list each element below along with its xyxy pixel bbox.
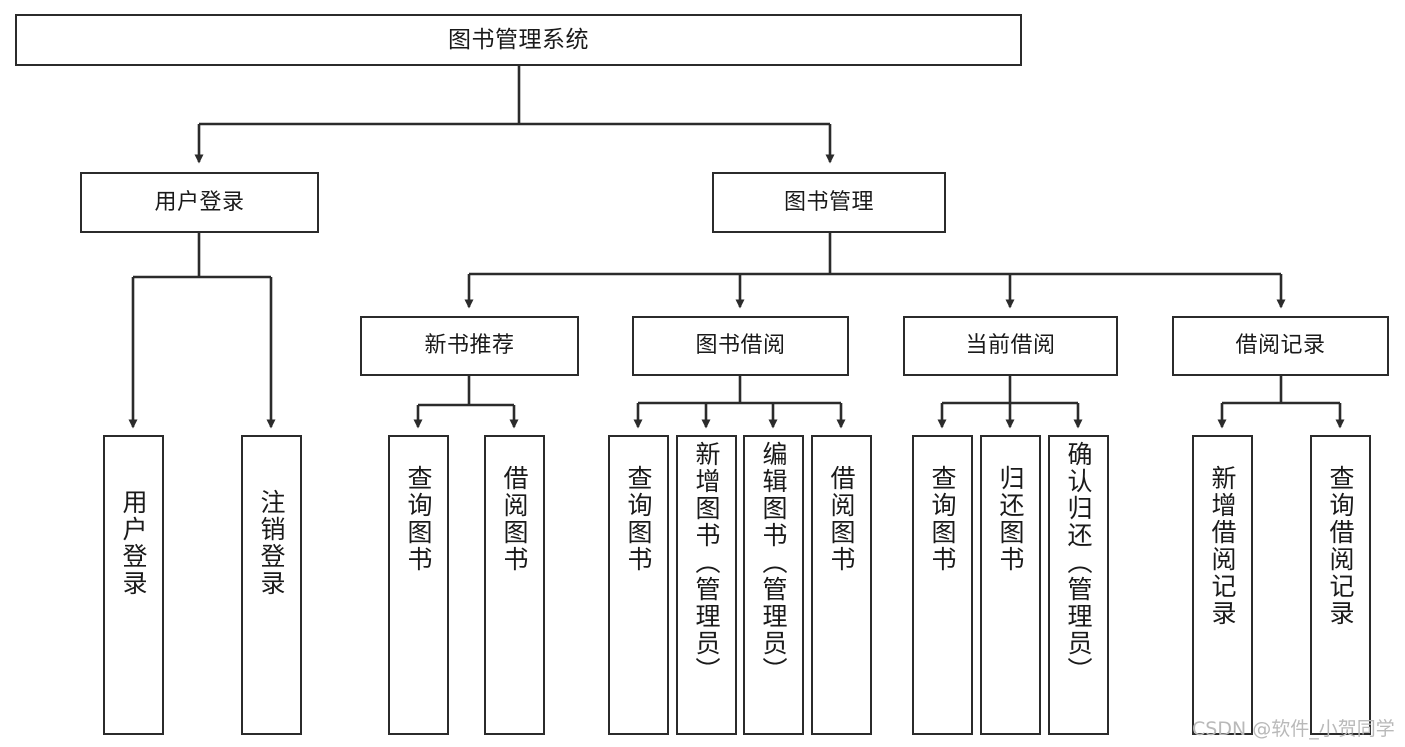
leaf-user-login-logout[interactable]: 注销登录 [241, 435, 302, 735]
node-label: 新增图书（管理员） [692, 441, 721, 684]
node-label: 查询借阅记录 [1326, 465, 1355, 627]
node-user-login[interactable]: 用户登录 [80, 172, 319, 233]
node-label: 图书管理 [783, 189, 874, 215]
leaf-borrow-record-query-record[interactable]: 查询借阅记录 [1310, 435, 1371, 735]
leaf-book-borrow-add-book-admin[interactable]: 新增图书（管理员） [676, 435, 737, 735]
node-book-borrow[interactable]: 图书借阅 [632, 316, 849, 376]
node-label: 新书推荐 [424, 333, 515, 359]
node-label: 图书管理系统 [448, 26, 589, 53]
node-label: 查询图书 [928, 465, 957, 573]
leaf-current-borrow-confirm-return-admin[interactable]: 确认归还（管理员） [1048, 435, 1109, 735]
leaf-current-borrow-return-book[interactable]: 归还图书 [980, 435, 1041, 735]
leaf-book-borrow-borrow-book[interactable]: 借阅图书 [811, 435, 872, 735]
node-label: 查询图书 [624, 465, 653, 573]
watermark-text: CSDN @软件_小贺同学 [1192, 718, 1395, 740]
node-label: 借阅记录 [1235, 333, 1326, 359]
leaf-book-borrow-edit-book-admin[interactable]: 编辑图书（管理员） [743, 435, 804, 735]
node-label: 编辑图书（管理员） [759, 441, 788, 684]
node-new-book-recommend[interactable]: 新书推荐 [360, 316, 579, 376]
node-label: 注销登录 [257, 489, 286, 597]
leaf-new-book-borrow-book[interactable]: 借阅图书 [484, 435, 545, 735]
leaf-borrow-record-add-record[interactable]: 新增借阅记录 [1192, 435, 1253, 735]
node-label: 图书借阅 [695, 333, 786, 359]
node-current-borrow[interactable]: 当前借阅 [903, 316, 1118, 376]
leaf-user-login-login[interactable]: 用户登录 [103, 435, 164, 735]
node-label: 用户登录 [154, 189, 245, 215]
node-label: 查询图书 [404, 465, 433, 573]
node-label: 新增借阅记录 [1208, 465, 1237, 627]
node-borrow-record[interactable]: 借阅记录 [1172, 316, 1389, 376]
node-label: 归还图书 [996, 465, 1025, 573]
node-label: 当前借阅 [965, 333, 1056, 359]
node-label: 借阅图书 [500, 465, 529, 573]
node-root-system[interactable]: 图书管理系统 [15, 14, 1022, 66]
leaf-book-borrow-query-book[interactable]: 查询图书 [608, 435, 669, 735]
leaf-current-borrow-query-book[interactable]: 查询图书 [912, 435, 973, 735]
node-label: 用户登录 [119, 489, 148, 597]
leaf-new-book-query-book[interactable]: 查询图书 [388, 435, 449, 735]
node-label: 确认归还（管理员） [1064, 441, 1093, 684]
node-book-management[interactable]: 图书管理 [712, 172, 946, 233]
node-label: 借阅图书 [827, 465, 856, 573]
